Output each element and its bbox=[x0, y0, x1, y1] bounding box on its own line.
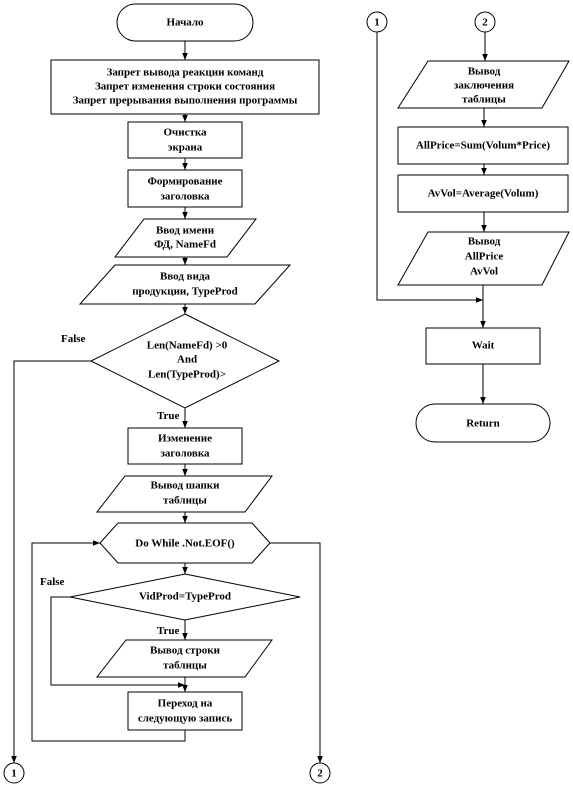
output-header-io bbox=[95, 475, 273, 513]
next-rec-line-1: Переход на bbox=[158, 698, 213, 710]
return-terminator bbox=[415, 403, 551, 443]
clear-line-1: Очистка bbox=[163, 127, 207, 139]
allprice-process bbox=[397, 126, 569, 165]
wait-label: Wait bbox=[472, 340, 495, 352]
form-title-process bbox=[127, 169, 243, 208]
allprice-label: AllPrice=Sum(Volum*Price) bbox=[416, 140, 551, 152]
connector-2-top-label: 2 bbox=[482, 17, 488, 29]
true-label-2: True bbox=[157, 625, 180, 637]
out-row-line-1: Вывод строки bbox=[150, 645, 221, 657]
return-label: Return bbox=[466, 418, 500, 430]
disable-process bbox=[50, 59, 320, 115]
disable-line-1: Запрет вывода реакции команд bbox=[107, 67, 264, 79]
connector-2-bottom-label: 2 bbox=[317, 768, 323, 780]
out-final-line-3: таблицы bbox=[462, 94, 506, 106]
input-type-line-1: Ввод вида bbox=[160, 271, 211, 283]
form-title-line-1: Формирование bbox=[147, 176, 222, 188]
connector-2-bottom bbox=[309, 762, 331, 784]
loop-back-line bbox=[31, 540, 186, 742]
connector-1-top-label: 1 bbox=[374, 17, 380, 29]
out-header-line-1: Вывод шапки bbox=[151, 480, 221, 492]
out-header-line-2: таблицы bbox=[163, 495, 207, 507]
form-title-line-2: заголовка bbox=[160, 191, 210, 203]
connector-1-bottom bbox=[3, 762, 25, 784]
cond1-line-1: Len(NameFd) >0 bbox=[147, 340, 228, 352]
true-label: True bbox=[157, 410, 180, 422]
out-vals-line-2: AllPrice bbox=[465, 251, 504, 263]
output-row-io bbox=[95, 639, 273, 678]
out-vals-line-1: Вывод bbox=[468, 236, 501, 248]
input-name-line-1: Ввод имени bbox=[156, 225, 215, 237]
cond2-label: VidProd=TypeProd bbox=[139, 591, 231, 603]
out-vals-line-3: AvVol bbox=[470, 266, 498, 278]
out-final-line-2: заключения bbox=[454, 80, 514, 92]
false-branch-line-2 bbox=[50, 596, 185, 688]
out-row-line-2: таблицы bbox=[163, 660, 207, 672]
false-label: False bbox=[61, 333, 86, 345]
avvol-process bbox=[397, 174, 569, 213]
connector-1-bottom-label: 1 bbox=[11, 768, 17, 780]
out-final-line-1: Вывод bbox=[468, 66, 501, 78]
avvol-label: AvVol=Average(Volum) bbox=[428, 188, 539, 200]
loop-exit-line bbox=[270, 542, 323, 763]
cond1-line-3: Len(TypeProd)> bbox=[148, 369, 226, 381]
disable-line-2: Запрет изменения строки состояния bbox=[95, 81, 275, 93]
output-final-io bbox=[397, 60, 570, 109]
disable-line-3: Запрет прерывания выполнения программы bbox=[73, 95, 298, 107]
next-rec-line-2: следующую запись bbox=[138, 713, 233, 725]
input-type-line-2: продукции, TypeProd bbox=[132, 286, 238, 298]
false-label-2: False bbox=[40, 576, 65, 588]
loop-label: Do While .Not.EOF() bbox=[135, 538, 235, 550]
connector-1-line bbox=[376, 32, 483, 303]
change-title-line-2: заголовка bbox=[160, 448, 210, 460]
clear-line-2: экрана bbox=[168, 142, 203, 154]
false-branch-line bbox=[11, 360, 91, 763]
change-title-line-1: Изменение bbox=[158, 433, 212, 445]
input-type-io bbox=[78, 264, 292, 305]
input-name-io bbox=[113, 218, 258, 258]
start-label: Начало bbox=[166, 17, 204, 29]
change-title-process bbox=[127, 427, 243, 465]
input-name-line-2: ФД, NameFd bbox=[154, 239, 216, 251]
output-values-io bbox=[397, 231, 570, 286]
cond1-line-2: And bbox=[177, 354, 197, 366]
